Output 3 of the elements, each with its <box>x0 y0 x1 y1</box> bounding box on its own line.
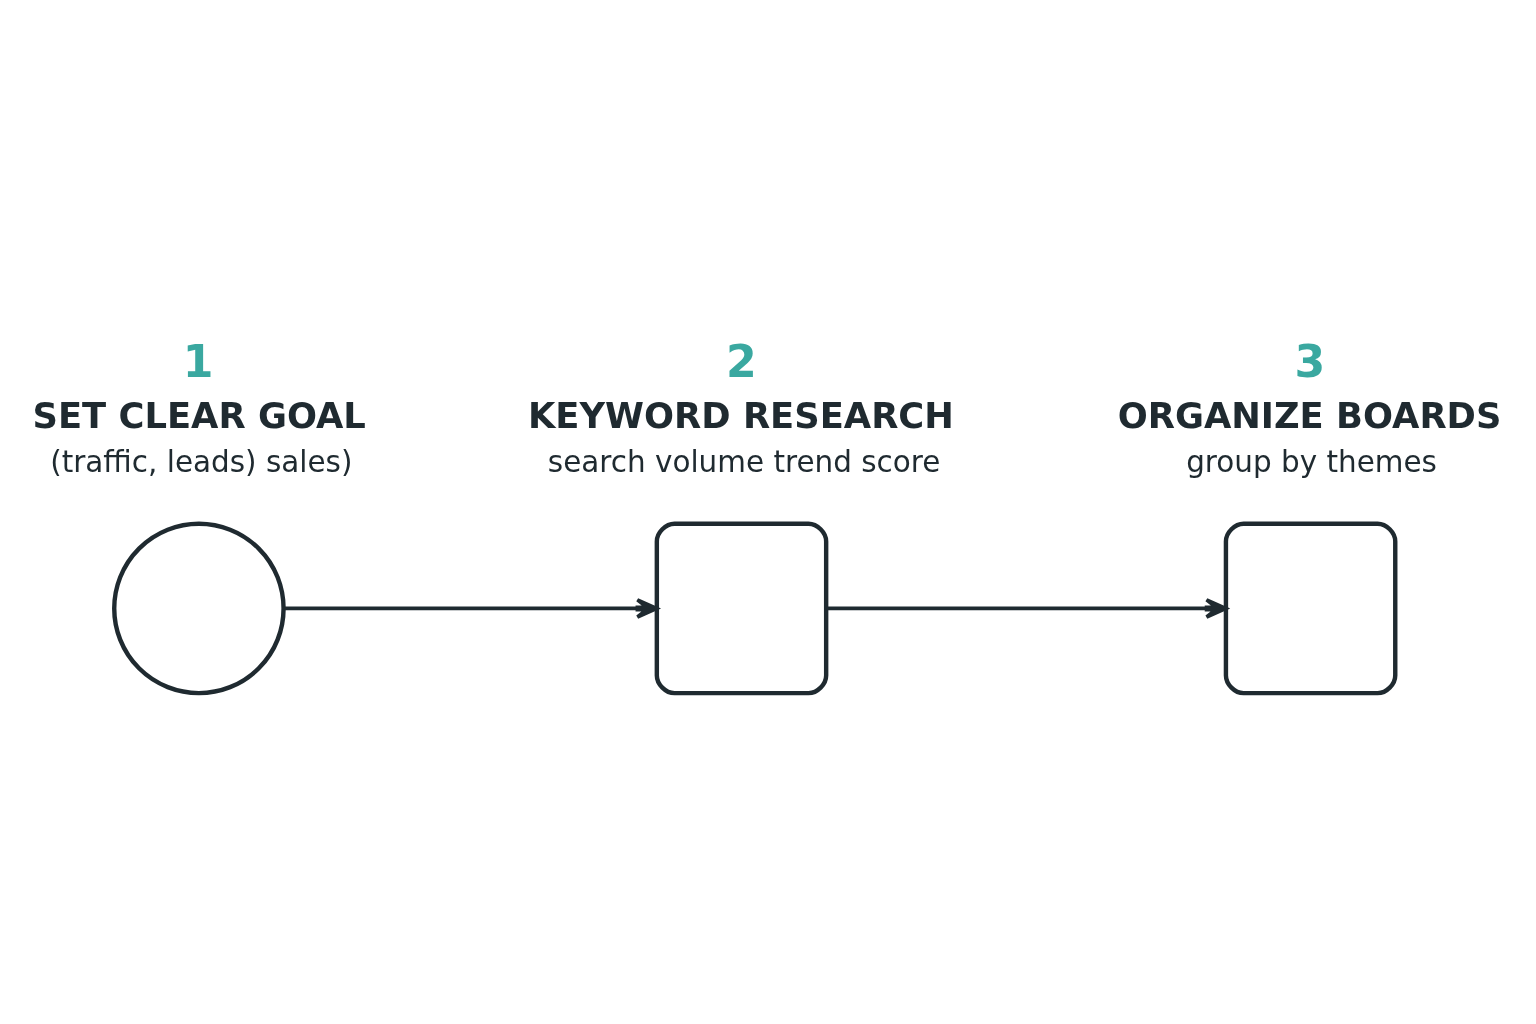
node-text: 1 SET CLEAR GOAL (traffic, leads) sales) <box>32 336 366 479</box>
node-text: 3 ORGANIZE BOARDS group by themes <box>1117 336 1502 479</box>
node-text: 2 KEYWORD RESEARCH search volume trend score <box>527 336 954 479</box>
